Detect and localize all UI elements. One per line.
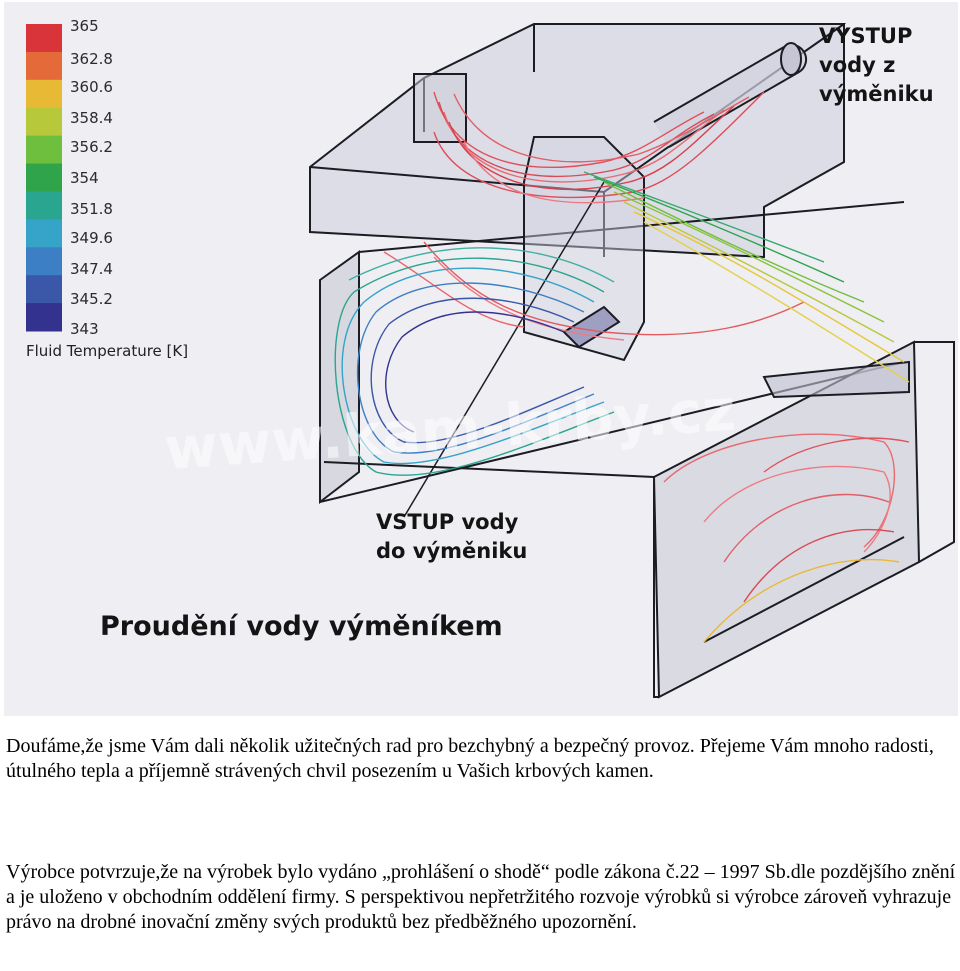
closing-paragraph: Doufáme,že jsme Vám dali několik užitečn… [6, 734, 956, 784]
outlet-label-line-1: VÝSTUP [819, 23, 912, 48]
manufacturer-declaration-text: Výrobce potvrzuje,že na výrobek bylo vyd… [6, 861, 956, 933]
legend-swatch [26, 219, 62, 248]
legend-title: Fluid Temperature [K] [26, 342, 188, 360]
outlet-label-line-3: výměniku [819, 82, 934, 106]
inlet-label-line-1: VSTUP vody [376, 510, 519, 534]
figure-title: Proudění vody výměníkem [100, 611, 503, 642]
legend-value-354: 354 [70, 169, 99, 187]
legend-swatch [26, 135, 62, 165]
heat-exchanger-wireframe [309, 23, 955, 699]
legend-value-351-8: 351.8 [70, 200, 113, 218]
stream-lines [334, 91, 910, 643]
legend-swatch [26, 79, 62, 109]
legend-value-356-2: 356.2 [70, 138, 113, 156]
legend-swatch [26, 163, 62, 192]
inlet-label-line-2: do výměniku [376, 539, 527, 563]
inlet-label: VSTUP vody do výměniku [376, 510, 527, 563]
legend-value-347-4: 347.4 [70, 260, 113, 278]
legend-swatch [26, 275, 62, 304]
legend-swatch [26, 191, 62, 220]
legend-swatch [26, 247, 62, 276]
outlet-label-line-2: vody z [819, 53, 895, 77]
legend-swatch [26, 51, 62, 81]
legend-value-358-4: 358.4 [70, 109, 113, 127]
legend-swatch [26, 24, 62, 53]
legend-value-345-2: 345.2 [70, 290, 113, 308]
legend-swatch [26, 107, 62, 137]
legend-value-343: 343 [70, 320, 99, 338]
closing-paragraph-text: Doufáme,že jsme Vám dali několik užitečn… [6, 735, 934, 782]
temperature-legend [26, 24, 62, 332]
manufacturer-declaration: Výrobce potvrzuje,že na výrobek bylo vyd… [6, 860, 956, 935]
legend-value-362-8: 362.8 [70, 50, 113, 68]
legend-value-360-6: 360.6 [70, 78, 113, 96]
flow-simulation-figure: 365 362.8 360.6 358.4 356.2 354 351.8 34… [4, 2, 958, 716]
outlet-label: VÝSTUP vody z výměniku [819, 23, 934, 106]
legend-value-365: 365 [70, 17, 99, 35]
legend-swatch [26, 303, 62, 332]
legend-labels: 365 362.8 360.6 358.4 356.2 354 351.8 34… [26, 17, 188, 360]
legend-value-349-6: 349.6 [70, 229, 113, 247]
